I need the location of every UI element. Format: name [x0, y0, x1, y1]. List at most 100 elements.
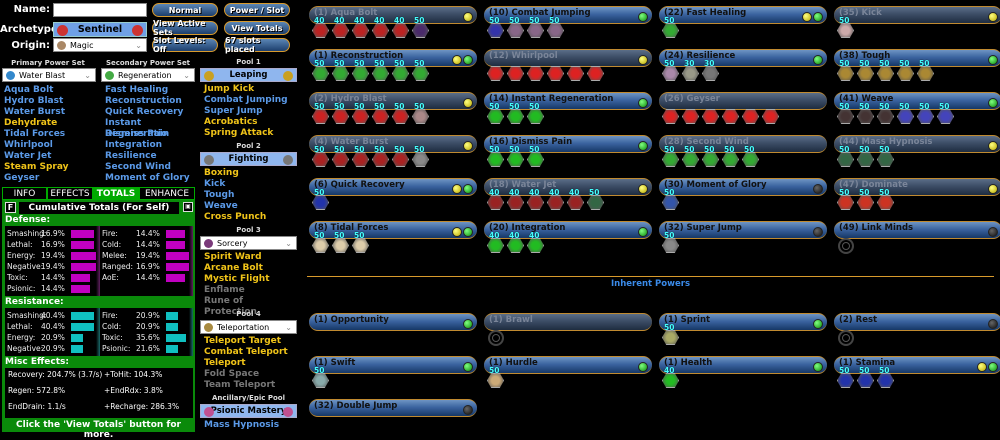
power-slot[interactable]: (28) Second Wind — [659, 135, 827, 153]
power-list-item[interactable]: Jump Kick — [204, 84, 255, 94]
enhancement-slot[interactable]: 40 — [662, 366, 680, 388]
power-list-item[interactable]: Instant Regeneratio — [105, 118, 168, 139]
power-slot[interactable]: (30) Moment of Glory — [659, 178, 827, 196]
empty-slot-icon[interactable] — [838, 238, 854, 254]
enhancement-slot[interactable]: 40 — [392, 16, 410, 38]
enhancement-slot[interactable]: 50 — [312, 231, 330, 253]
power-list-item[interactable]: Water Jet — [4, 151, 52, 161]
enhancement-slot[interactable]: 50 — [487, 366, 505, 388]
enhancement-slot[interactable]: 50 — [507, 145, 525, 167]
enhancement-slot[interactable]: 50 — [587, 188, 605, 210]
enhancement-slot[interactable]: 50 — [722, 145, 740, 167]
enhancement-slot[interactable]: 50 — [332, 145, 350, 167]
power-list-item[interactable]: Water Burst — [4, 107, 66, 117]
power-slot[interactable]: (1) Hurdle — [484, 356, 652, 374]
power-list-item[interactable]: Fast Healing — [105, 85, 169, 95]
power-slot[interactable]: (1) Aqua Bolt — [309, 6, 477, 24]
enhancement-slot[interactable]: 50 — [372, 102, 390, 124]
power-slot[interactable]: (38) Tough — [834, 49, 1000, 67]
power-list-item[interactable]: Reconstruction — [105, 96, 182, 106]
enhancement-slot[interactable]: 50 — [372, 59, 390, 81]
enhancement-slot[interactable] — [567, 63, 585, 81]
archetype-select[interactable]: Sentinel — [53, 22, 147, 37]
enhancement-slot[interactable]: 50 — [897, 59, 915, 81]
enhancement-slot[interactable]: 50 — [877, 102, 895, 124]
power-slot[interactable]: (24) Resilience — [659, 49, 827, 67]
enhancement-slot[interactable]: 50 — [662, 59, 680, 81]
enhancement-slot[interactable]: 50 — [837, 16, 855, 38]
enhancement-slot[interactable]: 40 — [527, 231, 545, 253]
enhancement-slot[interactable]: 50 — [547, 16, 565, 38]
power-list-item[interactable]: Aqua Bolt — [4, 85, 54, 95]
enhancement-slot[interactable]: 50 — [857, 59, 875, 81]
enhancement-slot[interactable]: 40 — [332, 16, 350, 38]
tab-effects[interactable]: EFFECTS — [47, 187, 93, 200]
enhancement-slot[interactable]: 50 — [857, 145, 875, 167]
enhancement-slot[interactable]: 50 — [937, 102, 955, 124]
pool-select[interactable]: Fighting — [200, 152, 297, 166]
pool-select[interactable]: Sorcery⌄ — [200, 236, 297, 250]
enhancement-slot[interactable]: 40 — [487, 188, 505, 210]
power-list-item[interactable]: Teleport — [204, 358, 246, 368]
enhancement-slot[interactable]: 50 — [837, 145, 855, 167]
enhancement-slot[interactable]: 50 — [877, 59, 895, 81]
power-list-item[interactable]: Dehydrate — [4, 118, 58, 128]
enhancement-slot[interactable]: 50 — [332, 102, 350, 124]
power-slot[interactable]: (16) Dismiss Pain — [484, 135, 652, 153]
normal-button[interactable]: Normal — [152, 3, 218, 17]
enhancement-slot[interactable]: 50 — [312, 145, 330, 167]
enhancement-slot[interactable]: 50 — [662, 188, 680, 210]
power-list-item[interactable]: Enflame — [204, 285, 245, 295]
enhancement-slot[interactable]: 50 — [877, 145, 895, 167]
enhancement-slot[interactable]: 50 — [917, 102, 935, 124]
enhancement-slot[interactable] — [702, 106, 720, 124]
enhancement-slot[interactable]: 50 — [372, 145, 390, 167]
enhancement-slot[interactable]: 50 — [312, 366, 330, 388]
power-list-item[interactable]: Mass Hypnosis — [204, 420, 280, 430]
enhancement-slot[interactable]: 50 — [352, 145, 370, 167]
power-slot[interactable]: (14) Instant Regeneration — [484, 92, 652, 110]
name-input[interactable] — [53, 3, 147, 17]
power-list-item[interactable]: Kick — [204, 179, 226, 189]
power-list-item[interactable]: Team Teleport — [204, 380, 276, 390]
enhancement-slot[interactable]: 40 — [507, 231, 525, 253]
power-slot[interactable]: (6) Quick Recovery — [309, 178, 477, 196]
power-list-item[interactable]: Spirit Ward — [204, 252, 262, 262]
enhancement-slot[interactable]: 50 — [877, 366, 895, 388]
enhancement-slot[interactable]: 50 — [527, 16, 545, 38]
enhancement-slot[interactable]: 50 — [487, 102, 505, 124]
power-slot[interactable]: (1) Sprint — [659, 313, 827, 331]
power-slot[interactable]: (32) Super Jump — [659, 221, 827, 239]
power-slot[interactable]: (1) Swift — [309, 356, 477, 374]
enhancement-slot[interactable]: 50 — [857, 188, 875, 210]
power-list-item[interactable]: Dismiss Pain — [105, 129, 170, 139]
power-slot[interactable]: (47) Dominate — [834, 178, 1000, 196]
enhancement-slot[interactable]: 50 — [312, 59, 330, 81]
enhancement-slot[interactable]: 50 — [352, 102, 370, 124]
enhancement-slot[interactable] — [762, 106, 780, 124]
power-list-item[interactable]: Tidal Forces — [4, 129, 66, 139]
tab-enhance[interactable]: ENHANCE — [139, 187, 195, 200]
power-slot[interactable]: (12) Whirlpool — [484, 49, 652, 67]
enhancement-slot[interactable]: 50 — [312, 102, 330, 124]
power-slot[interactable]: (2) Hydro Blast — [309, 92, 477, 110]
power-list-item[interactable]: Cross Punch — [204, 212, 267, 222]
enhancement-slot[interactable]: 50 — [412, 145, 430, 167]
enhancement-slot[interactable]: 50 — [742, 145, 760, 167]
enhancement-slot[interactable]: 50 — [332, 231, 350, 253]
enhancement-slot[interactable]: 50 — [877, 188, 895, 210]
power-list-item[interactable]: Combat Teleport — [204, 347, 288, 357]
enhancement-slot[interactable]: 50 — [917, 59, 935, 81]
power-slot[interactable]: (1) Stamina — [834, 356, 1000, 374]
power-list-item[interactable]: Geyser — [4, 173, 40, 183]
power-slot[interactable]: (1) Opportunity — [309, 313, 477, 331]
enhancement-slot[interactable]: 50 — [897, 102, 915, 124]
enhancement-slot[interactable]: 50 — [412, 16, 430, 38]
power-list-item[interactable]: Arcane Bolt — [204, 263, 263, 273]
float-button[interactable]: F — [5, 202, 16, 213]
enhancement-slot[interactable]: 40 — [507, 188, 525, 210]
enhancement-slot[interactable] — [507, 63, 525, 81]
enhancement-slot[interactable]: 30 — [702, 59, 720, 81]
enhancement-slot[interactable]: 50 — [837, 102, 855, 124]
enhancement-slot[interactable]: 50 — [837, 59, 855, 81]
